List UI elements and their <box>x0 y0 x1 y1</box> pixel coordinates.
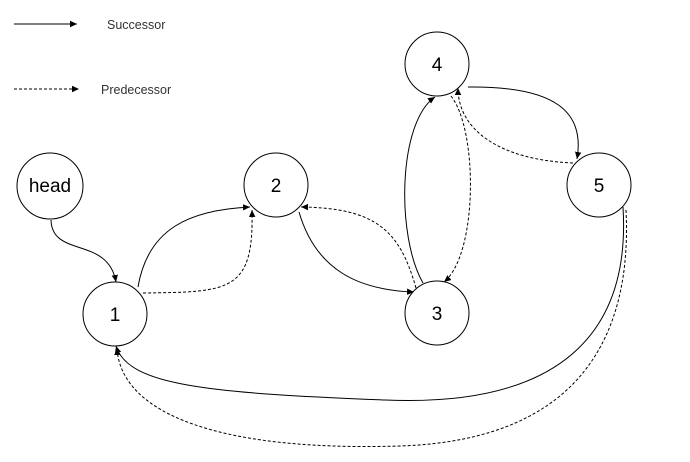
node-5-label: 5 <box>594 176 605 197</box>
edge-head-to-1 <box>50 219 118 283</box>
node-4-label: 4 <box>432 55 443 76</box>
node-4: 4 <box>404 31 470 97</box>
node-head-label: head <box>29 176 71 197</box>
node-1: 1 <box>82 281 148 347</box>
node-3-label: 3 <box>432 304 443 325</box>
edge-1-to-2 <box>137 204 251 288</box>
edge-5-to-4-pred <box>454 87 574 164</box>
legend-successor-label: Successor <box>107 18 165 32</box>
node-1-label: 1 <box>110 305 121 326</box>
edge-2-to-3 <box>298 211 415 295</box>
node-head: head <box>16 152 84 220</box>
node-3: 3 <box>404 280 470 346</box>
edge-5-to-1-pred <box>114 209 627 448</box>
edge-1-to-2-pred <box>142 209 256 294</box>
legend: Successor Predecessor <box>14 18 171 97</box>
node-2-label: 2 <box>271 176 282 197</box>
edge-4-to-3-pred <box>443 95 471 283</box>
predecessor-edges <box>114 87 627 448</box>
node-5: 5 <box>566 152 632 218</box>
node-2: 2 <box>243 152 309 218</box>
successor-edges <box>50 86 625 401</box>
edge-3-to-2-pred <box>300 203 417 289</box>
edge-3-to-4 <box>404 96 436 284</box>
edge-5-to-1 <box>115 206 625 401</box>
edge-4-to-5 <box>467 86 582 160</box>
legend-predecessor-label: Predecessor <box>101 83 171 97</box>
